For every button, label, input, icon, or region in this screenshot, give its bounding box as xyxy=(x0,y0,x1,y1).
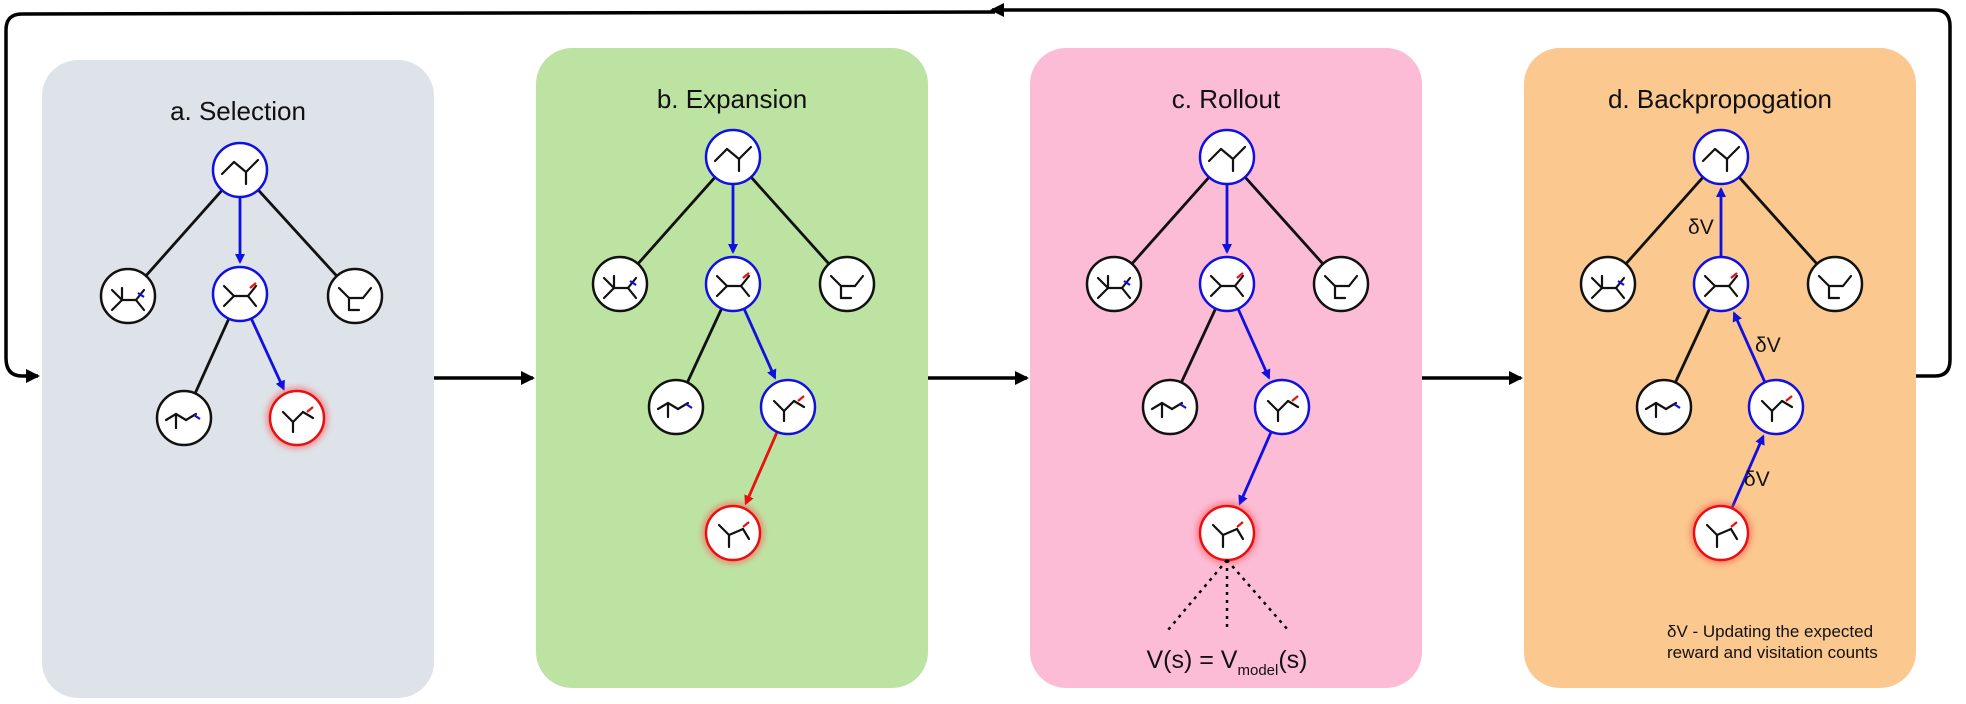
edge-b-root-left xyxy=(636,176,717,265)
node-b-mid xyxy=(704,255,762,313)
delta-v-legend: δV - Updating the expected reward and vi… xyxy=(1667,621,1907,663)
edge-d-backprop-middle xyxy=(1732,311,1766,383)
panel-title-rollout: c. Rollout xyxy=(1171,84,1281,114)
edge-c-mid-leafleft xyxy=(1180,307,1217,384)
loop-arrow-top-left xyxy=(4,10,996,383)
delta-v-label-bottom: δV xyxy=(1744,468,1770,491)
node-d-left xyxy=(1579,255,1637,313)
node-b-leaf-right xyxy=(759,378,817,436)
node-c-mid xyxy=(1198,255,1256,313)
panel-title-backpropagation: d. Backpropogation xyxy=(1607,84,1833,114)
edge-a-root-right xyxy=(257,188,338,278)
edge-d-root-right xyxy=(1737,176,1819,265)
node-c-right xyxy=(1312,255,1370,313)
node-d-root xyxy=(1692,128,1750,186)
edge-a-root-left xyxy=(144,189,224,277)
rollout-dotted-lines xyxy=(1167,559,1289,632)
edge-a-mid-leafleft xyxy=(193,318,231,394)
panel-backpropagation: d. Backpropogation xyxy=(1524,48,1916,688)
node-d-new xyxy=(1690,502,1752,564)
delta-v-label-middle: δV xyxy=(1755,334,1781,357)
node-c-new xyxy=(1196,502,1258,564)
loop-arrow-top-right xyxy=(990,3,1952,378)
panel-title-selection: a. Selection xyxy=(170,96,306,126)
edge-a-mid-leafright xyxy=(250,318,285,391)
node-d-mid xyxy=(1692,255,1750,313)
edge-b-root-right xyxy=(749,176,831,265)
edge-d-mid-leafleft xyxy=(1674,307,1711,384)
node-a-right xyxy=(326,267,384,325)
delta-v-legend-line1: δV - Updating the expected xyxy=(1667,622,1874,641)
edge-b-leafright-new xyxy=(744,432,779,506)
node-d-leaf-left xyxy=(1635,378,1693,436)
edge-c-root-right xyxy=(1243,176,1325,265)
node-c-leaf-right xyxy=(1253,378,1311,436)
delta-v-legend-line2: reward and visitation counts xyxy=(1667,643,1878,662)
node-d-leaf-right xyxy=(1747,378,1805,436)
node-b-new xyxy=(702,502,764,564)
node-a-leaf-left xyxy=(155,389,213,447)
edge-b-mid-leafleft xyxy=(686,307,723,384)
node-a-left xyxy=(99,267,157,325)
edge-c-leafright-new xyxy=(1238,432,1273,506)
node-b-right xyxy=(818,255,876,313)
node-c-left xyxy=(1085,255,1143,313)
panel-title-expansion: b. Expansion xyxy=(656,84,808,114)
node-a-leaf-selected xyxy=(266,387,328,449)
delta-v-label-top: δV xyxy=(1688,216,1714,239)
node-b-left xyxy=(591,255,649,313)
node-b-leaf-left xyxy=(647,378,705,436)
node-c-root xyxy=(1198,128,1256,186)
edge-d-backprop-bottom xyxy=(1730,434,1765,508)
node-a-mid xyxy=(211,265,269,323)
node-b-root xyxy=(704,128,762,186)
node-a-root xyxy=(211,141,269,199)
node-d-right xyxy=(1806,255,1864,313)
edge-c-mid-leafright xyxy=(1237,308,1271,380)
rollout-value-formula: V(s) = Vmodel(s) xyxy=(1146,646,1307,679)
edge-d-root-left xyxy=(1624,176,1705,265)
edge-c-root-left xyxy=(1130,176,1211,265)
edge-b-mid-leafright xyxy=(743,308,777,380)
node-c-leaf-left xyxy=(1141,378,1199,436)
